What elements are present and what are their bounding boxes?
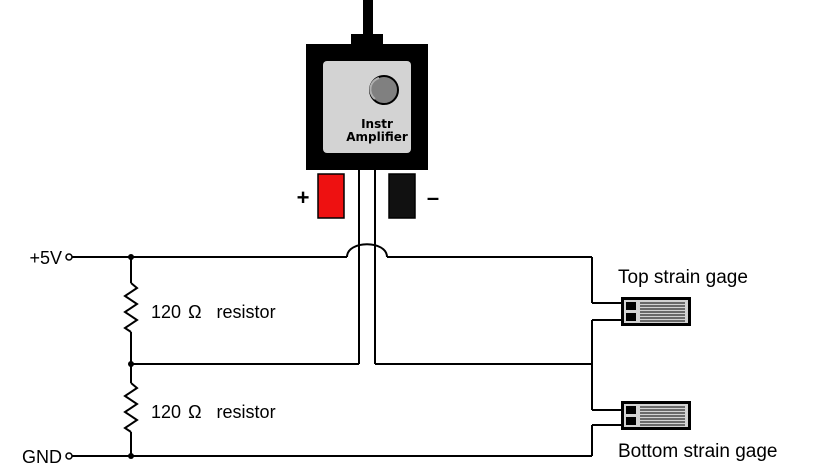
plus-sign: + <box>297 185 310 210</box>
resistor-bottom-text: resistor <box>217 402 276 422</box>
amplifier-cable <box>363 0 373 36</box>
resistor-bottom <box>123 364 139 456</box>
amplifier-input-wires <box>358 170 376 364</box>
resistor-bottom-value: 120 <box>151 402 181 422</box>
resistor-bottom-unit: Ω <box>188 402 201 422</box>
middle-rail <box>128 319 622 411</box>
amplifier-label-line2: Amplifier <box>346 130 408 144</box>
cable-strain-relief <box>351 34 383 44</box>
gnd-terminal <box>65 452 73 460</box>
bottom-strain-gage <box>621 401 691 430</box>
instrumentation-amplifier: Instr Amplifier + – <box>297 0 439 219</box>
minus-sign: – <box>427 185 439 210</box>
resistor-top-unit: Ω <box>188 302 201 322</box>
top-gage-label: Top strain gage <box>618 267 748 288</box>
resistor-top-label: 120 Ω resistor <box>151 302 276 322</box>
vplus-label: +5V <box>29 248 62 268</box>
bottom-gage-label: Bottom strain gage <box>618 441 777 462</box>
top-rail <box>65 243 622 304</box>
resistor-top-text: resistor <box>217 302 276 322</box>
resistor-top-value: 120 <box>151 302 181 322</box>
vplus-terminal <box>65 253 73 261</box>
positive-lead <box>317 173 345 219</box>
top-strain-gage <box>621 297 691 326</box>
resistor-top <box>123 257 139 364</box>
wire-crossover-hop <box>346 243 388 258</box>
negative-lead <box>388 173 416 219</box>
resistor-bottom-label: 120 Ω resistor <box>151 402 276 422</box>
bottom-rail <box>65 424 622 460</box>
amplifier-label-line1: Instr <box>361 117 393 131</box>
gnd-label: GND <box>22 447 62 464</box>
